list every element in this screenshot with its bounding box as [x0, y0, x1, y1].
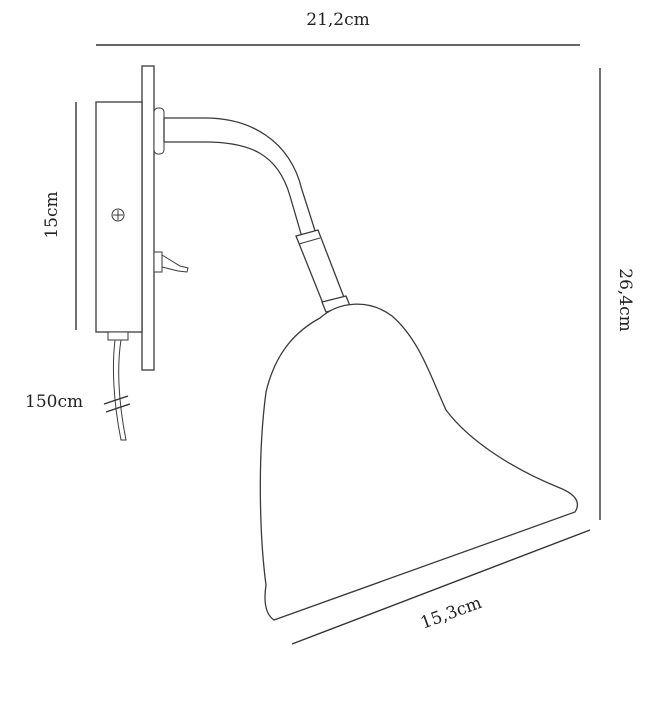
- lamp-shade: [259, 303, 579, 621]
- power-cable: [103, 331, 131, 441]
- height-label: 26,4cm: [615, 268, 635, 332]
- width-label: 21,2cm: [306, 10, 370, 30]
- screw-icon: [111, 208, 125, 222]
- backplate-height-label: 15cm: [42, 191, 62, 238]
- lamp-arm: [163, 117, 319, 245]
- cable-length-label: 150cm: [25, 392, 83, 412]
- mount-knob: [153, 107, 165, 155]
- switch-icon: [153, 251, 189, 273]
- wall-plate: [141, 65, 155, 371]
- shade-length-dimension-line: [291, 529, 591, 645]
- arm-sleeve: [295, 229, 346, 307]
- shade-length-label: 15,3cm: [418, 593, 485, 634]
